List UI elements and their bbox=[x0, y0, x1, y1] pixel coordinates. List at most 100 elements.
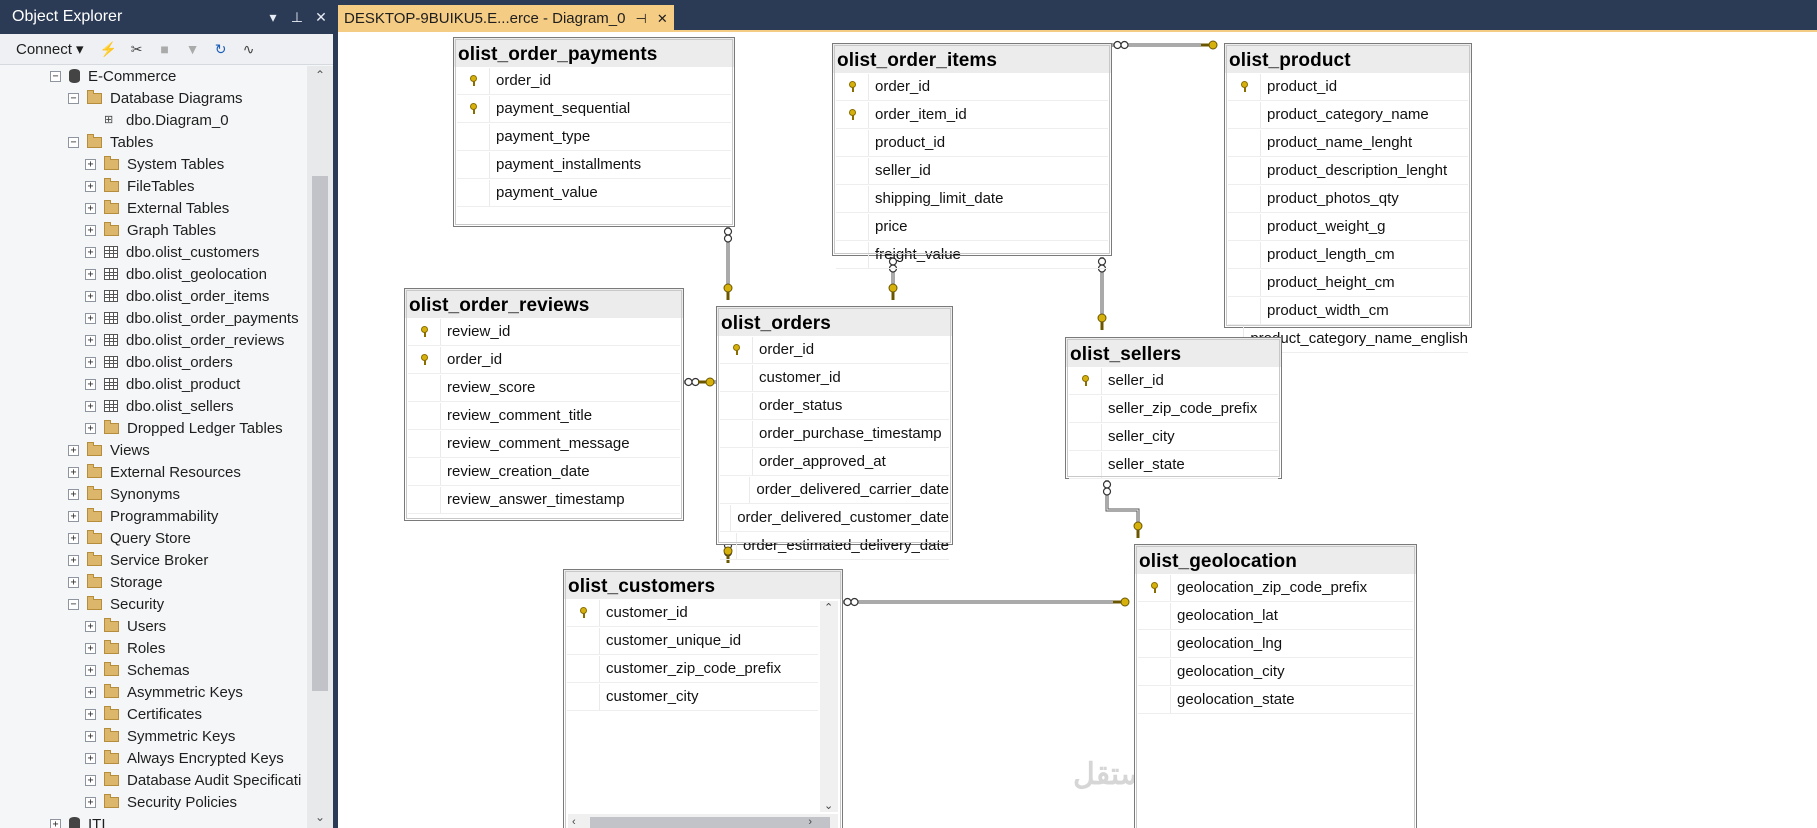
tree-node[interactable]: +Service Broker bbox=[68, 549, 208, 571]
row-selector[interactable] bbox=[1228, 213, 1261, 240]
expand-icon[interactable]: + bbox=[68, 466, 79, 478]
collapse-icon[interactable]: − bbox=[68, 92, 79, 104]
row-selector[interactable] bbox=[457, 67, 490, 94]
expand-icon[interactable]: + bbox=[85, 686, 96, 698]
row-selector[interactable] bbox=[1228, 73, 1261, 100]
scroll-left-icon[interactable]: ‹ bbox=[572, 816, 576, 828]
scrollbar-thumb[interactable] bbox=[590, 817, 830, 828]
row-selector[interactable] bbox=[1138, 686, 1171, 713]
table-title[interactable]: olist_product bbox=[1225, 44, 1471, 73]
tree-node[interactable]: +Dropped Ledger Tables bbox=[85, 417, 283, 439]
expand-icon[interactable]: + bbox=[85, 356, 96, 368]
row-selector[interactable] bbox=[408, 402, 441, 429]
tree-node[interactable]: +System Tables bbox=[85, 153, 224, 175]
column-row[interactable]: product_name_lenght bbox=[1228, 129, 1468, 157]
row-selector[interactable] bbox=[1069, 423, 1102, 450]
row-selector[interactable] bbox=[1069, 367, 1102, 394]
expand-icon[interactable]: + bbox=[85, 730, 96, 742]
filter-icon[interactable]: ▼ bbox=[185, 41, 200, 57]
tree-node[interactable]: +Always Encrypted Keys bbox=[85, 747, 284, 769]
connect-icon[interactable]: ⚡ bbox=[99, 40, 118, 57]
column-row[interactable]: payment_sequential bbox=[457, 95, 731, 123]
column-row[interactable]: review_id bbox=[408, 318, 680, 346]
window-position-dropdown-icon[interactable]: ▾ bbox=[269, 8, 277, 25]
row-selector[interactable] bbox=[1228, 241, 1261, 268]
table-title[interactable]: olist_customers bbox=[564, 570, 842, 599]
expand-icon[interactable]: + bbox=[85, 290, 96, 302]
column-row[interactable]: seller_city bbox=[1069, 423, 1278, 451]
row-selector[interactable] bbox=[567, 599, 600, 626]
table-vertical-scrollbar[interactable]: ⌃⌄ bbox=[820, 601, 838, 812]
row-selector[interactable] bbox=[720, 448, 753, 475]
tree-node[interactable]: +dbo.olist_orders bbox=[85, 351, 233, 373]
row-selector[interactable] bbox=[457, 123, 490, 150]
expand-icon[interactable]: + bbox=[85, 752, 96, 764]
column-row[interactable]: review_comment_title bbox=[408, 402, 680, 430]
column-row[interactable]: order_delivered_customer_date bbox=[720, 504, 949, 532]
column-row[interactable]: product_id bbox=[1228, 73, 1468, 101]
column-row[interactable]: seller_id bbox=[1069, 367, 1278, 395]
row-selector[interactable] bbox=[836, 213, 869, 240]
scroll-up-icon[interactable]: ⌃ bbox=[314, 68, 326, 82]
row-selector[interactable] bbox=[567, 683, 600, 710]
expand-icon[interactable]: + bbox=[85, 202, 96, 214]
expand-icon[interactable]: + bbox=[85, 400, 96, 412]
column-row[interactable]: geolocation_city bbox=[1138, 658, 1413, 686]
panel-splitter[interactable] bbox=[333, 0, 338, 828]
expand-icon[interactable]: + bbox=[85, 378, 96, 390]
expand-icon[interactable]: + bbox=[85, 246, 96, 258]
expand-icon[interactable]: + bbox=[85, 224, 96, 236]
scroll-up-icon[interactable]: ⌃ bbox=[824, 602, 834, 614]
expand-icon[interactable]: + bbox=[68, 532, 79, 544]
column-row[interactable]: product_length_cm bbox=[1228, 241, 1468, 269]
column-row[interactable]: seller_state bbox=[1069, 451, 1278, 479]
tree-node[interactable]: ⊞dbo.Diagram_0 bbox=[85, 109, 229, 131]
row-selector[interactable] bbox=[720, 504, 732, 531]
refresh-icon[interactable]: ↻ bbox=[214, 40, 227, 57]
column-row[interactable]: order_item_id bbox=[836, 101, 1108, 129]
tree-node[interactable]: −Database Diagrams bbox=[68, 87, 243, 109]
table-title[interactable]: olist_order_reviews bbox=[405, 289, 683, 318]
row-selector[interactable] bbox=[720, 392, 753, 419]
expand-icon[interactable]: + bbox=[85, 334, 96, 346]
tree-node[interactable]: +ITI bbox=[50, 813, 106, 828]
column-row[interactable]: order_purchase_timestamp bbox=[720, 420, 949, 448]
row-selector[interactable] bbox=[836, 157, 869, 184]
collapse-icon[interactable]: − bbox=[68, 598, 79, 610]
row-selector[interactable] bbox=[720, 532, 738, 559]
column-row[interactable]: customer_id bbox=[567, 599, 818, 627]
scroll-down-icon[interactable]: ⌄ bbox=[824, 800, 834, 812]
diagram-canvas[interactable]: مستقل mostaql.com olist_order_paymentsor… bbox=[338, 32, 1817, 828]
row-selector[interactable] bbox=[1228, 185, 1261, 212]
row-selector[interactable] bbox=[457, 179, 490, 206]
tree-node[interactable]: +dbo.olist_order_items bbox=[85, 285, 269, 307]
tree-node[interactable]: +Roles bbox=[85, 637, 165, 659]
row-selector[interactable] bbox=[408, 430, 441, 457]
expand-icon[interactable]: + bbox=[85, 180, 96, 192]
stop-icon[interactable]: ■ bbox=[160, 41, 169, 57]
row-selector[interactable] bbox=[1069, 395, 1102, 422]
expand-icon[interactable]: + bbox=[85, 158, 96, 170]
expand-icon[interactable]: + bbox=[68, 576, 79, 588]
tree-node[interactable]: +Symmetric Keys bbox=[85, 725, 235, 747]
tree-node[interactable]: +FileTables bbox=[85, 175, 195, 197]
column-row[interactable]: geolocation_lat bbox=[1138, 602, 1413, 630]
tree-node[interactable]: +dbo.olist_product bbox=[85, 373, 240, 395]
row-selector[interactable] bbox=[836, 101, 869, 128]
tree-node[interactable]: +Query Store bbox=[68, 527, 191, 549]
row-selector[interactable] bbox=[836, 241, 869, 268]
column-row[interactable]: payment_value bbox=[457, 179, 731, 207]
pin-icon[interactable]: ⊣ bbox=[635, 10, 647, 26]
close-icon[interactable]: ✕ bbox=[315, 8, 327, 25]
tree-node[interactable]: +External Resources bbox=[68, 461, 241, 483]
disconnect-icon[interactable]: ✂ bbox=[130, 40, 143, 57]
row-selector[interactable] bbox=[408, 346, 441, 373]
column-row[interactable]: product_id bbox=[836, 129, 1108, 157]
column-row[interactable]: order_id bbox=[408, 346, 680, 374]
scroll-down-icon[interactable]: ⌄ bbox=[314, 810, 326, 824]
column-row[interactable]: shipping_limit_date bbox=[836, 185, 1108, 213]
column-row[interactable]: geolocation_lng bbox=[1138, 630, 1413, 658]
table-title[interactable]: olist_orders bbox=[717, 307, 952, 336]
